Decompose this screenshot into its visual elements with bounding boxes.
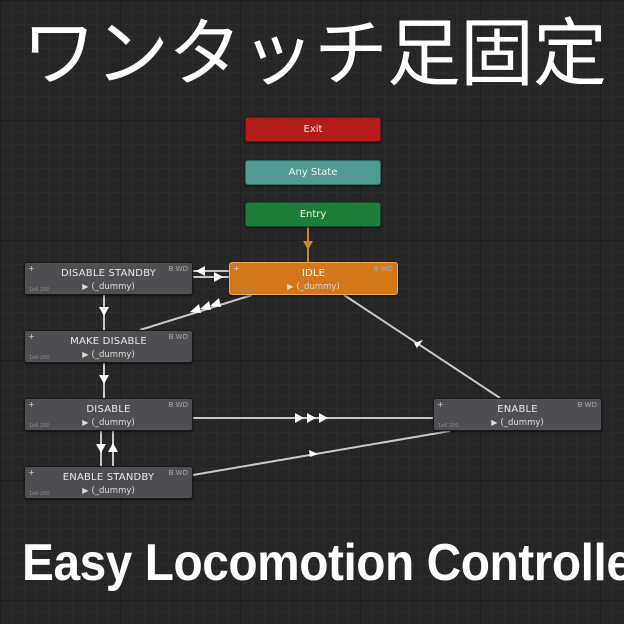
state-flags: B WD — [168, 469, 188, 477]
arrow-icon — [190, 304, 201, 313]
transition-disable-standby-to-idle[interactable] — [193, 272, 229, 282]
plus-icon: + — [28, 332, 35, 341]
state-motion: ▶(_dummy) — [25, 350, 192, 360]
arrow-up-icon — [108, 443, 118, 452]
arrow-right-icon — [319, 413, 328, 423]
state-motion: ▶(_dummy) — [25, 282, 192, 292]
motion-label: (_dummy) — [91, 486, 135, 496]
entry-node[interactable]: Entry — [245, 202, 381, 227]
exit-node[interactable]: Exit — [245, 117, 381, 142]
transition-enable-standby-to-disable[interactable] — [108, 431, 118, 466]
arrow-left-icon — [196, 266, 205, 276]
state-timing: 1e6 200 — [29, 287, 50, 293]
arrow-down-icon — [99, 375, 109, 384]
state-name: ENABLE — [497, 404, 538, 415]
arrow-down-icon — [303, 241, 313, 250]
state-timing: 1e6 200 — [29, 355, 50, 361]
transition-enable-standby-to-enable[interactable] — [192, 430, 451, 476]
plus-icon: + — [437, 400, 444, 409]
plus-icon: + — [233, 264, 240, 273]
state-disable-standby[interactable]: + B WD DISABLE STANDBY ▶(_dummy) 1e6 200 — [24, 262, 193, 295]
motion-label: (_dummy) — [91, 282, 135, 292]
plus-icon: + — [28, 400, 35, 409]
arrow-down-icon — [99, 307, 109, 316]
play-icon: ▶ — [82, 350, 89, 359]
arrow-icon — [200, 301, 211, 310]
transition-make-disable-to-idle[interactable] — [139, 294, 253, 331]
play-icon: ▶ — [82, 418, 89, 427]
arrow-up-left-icon — [414, 340, 423, 348]
state-timing: 1e6 200 — [234, 287, 255, 293]
transition-disable-standby-to-make-disable[interactable] — [99, 295, 109, 330]
state-enable-standby[interactable]: + B WD ENABLE STANDBY ▶(_dummy) 1e6 200 — [24, 466, 193, 499]
state-flags: B WD — [373, 265, 393, 273]
transition-enable-to-idle[interactable] — [343, 294, 501, 399]
motion-label: (_dummy) — [296, 282, 340, 292]
arrow-down-icon — [96, 444, 106, 453]
state-motion: ▶(_dummy) — [230, 282, 397, 292]
play-icon: ▶ — [491, 418, 498, 427]
any-state-node[interactable]: Any State — [245, 160, 381, 185]
state-motion: ▶(_dummy) — [25, 486, 192, 496]
arrow-right-icon — [295, 413, 304, 423]
state-timing: 1e6 200 — [29, 423, 50, 429]
entry-label: Entry — [299, 209, 327, 220]
motion-label: (_dummy) — [91, 418, 135, 428]
state-flags: B WD — [168, 333, 188, 341]
state-enable[interactable]: + B WD ENABLE ▶(_dummy) 1e6 200 — [433, 398, 602, 431]
exit-label: Exit — [303, 124, 323, 135]
arrow-right-icon — [307, 413, 316, 423]
state-flags: B WD — [168, 401, 188, 409]
state-name: ENABLE STANDBY — [62, 472, 155, 483]
transition-disable-to-enable[interactable] — [193, 413, 433, 423]
state-name: DISABLE STANDBY — [60, 268, 157, 279]
arrow-right-icon — [309, 450, 318, 457]
arrow-right-icon — [214, 272, 223, 282]
state-name: IDLE — [301, 268, 326, 279]
title-japanese: ワンタッチ足固定 — [22, 11, 607, 97]
play-icon: ▶ — [82, 282, 89, 291]
transition-entry-to-idle[interactable] — [303, 227, 313, 262]
transition-idle-to-disable-standby[interactable] — [193, 266, 229, 276]
state-flags: B WD — [168, 265, 188, 273]
plus-icon: + — [28, 264, 35, 273]
title-english: Easy Locomotion Controller — [22, 534, 624, 592]
any-state-label: Any State — [288, 167, 338, 178]
transition-disable-to-enable-standby[interactable] — [96, 431, 106, 466]
play-icon: ▶ — [82, 486, 89, 495]
state-motion: ▶(_dummy) — [25, 418, 192, 428]
motion-label: (_dummy) — [91, 350, 135, 360]
transition-make-disable-to-disable[interactable] — [99, 363, 109, 398]
motion-label: (_dummy) — [500, 418, 544, 428]
state-name: DISABLE — [86, 404, 131, 415]
state-make-disable[interactable]: + B WD MAKE DISABLE ▶(_dummy) 1e6 200 — [24, 330, 193, 363]
arrow-icon — [210, 298, 221, 307]
state-name: MAKE DISABLE — [70, 336, 147, 347]
play-icon: ▶ — [287, 282, 294, 291]
state-flags: B WD — [577, 401, 597, 409]
state-timing: 1e6 200 — [29, 491, 50, 497]
state-timing: 1e6 200 — [438, 423, 459, 429]
state-idle[interactable]: + B WD IDLE ▶(_dummy) 1e6 200 — [229, 262, 398, 295]
state-motion: ▶(_dummy) — [434, 418, 601, 428]
plus-icon: + — [28, 468, 35, 477]
state-disable[interactable]: + B WD DISABLE ▶(_dummy) 1e6 200 — [24, 398, 193, 431]
